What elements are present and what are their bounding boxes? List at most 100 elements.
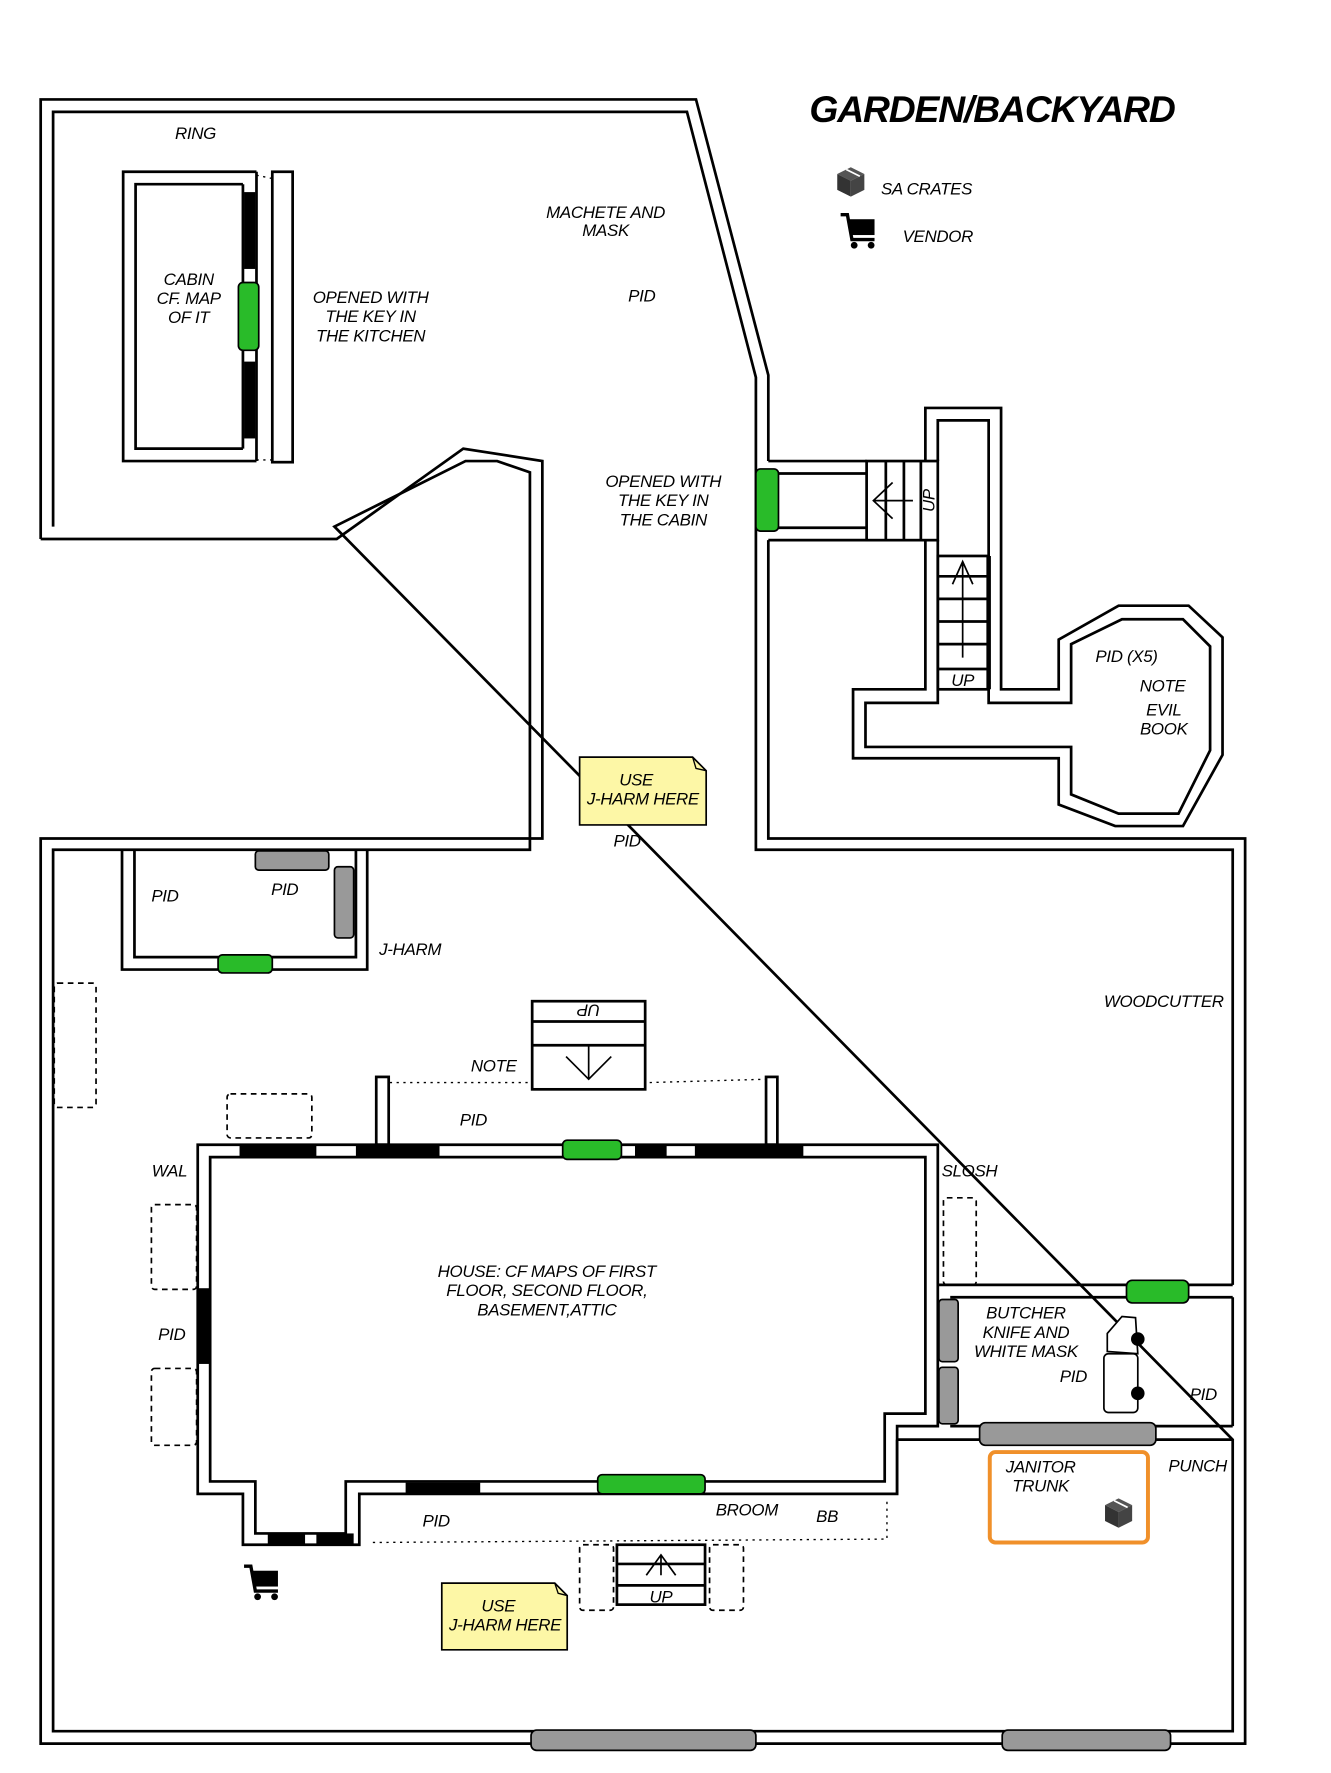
toilet-icon [1103, 1315, 1145, 1414]
pid-bottom-label: PID [423, 1512, 450, 1531]
cart-icon [242, 1564, 280, 1602]
tower-note-label: NOTE [1140, 677, 1187, 696]
fence-post [374, 1075, 391, 1147]
note-label-1: USE [619, 770, 654, 789]
house-window [267, 1533, 306, 1544]
fence-post [764, 1075, 779, 1147]
hiding-spot [150, 1203, 198, 1291]
pid-above-house: PID [460, 1110, 487, 1129]
cabin-label-3: OF IT [168, 308, 211, 327]
house-door-front[interactable] [561, 1139, 623, 1161]
gate-locked[interactable] [1001, 1729, 1172, 1752]
legend-vendor-label: VENDOR [903, 227, 974, 246]
stairs-up [615, 1543, 707, 1606]
cabin-door-open[interactable] [237, 281, 260, 352]
woodcutter-label: WOODCUTTER [1104, 992, 1224, 1011]
note-label-2: J-HARM HERE [448, 1616, 562, 1635]
pid-left-label: PID [158, 1325, 185, 1344]
cabin-label-1: CABIN [164, 270, 215, 289]
stairs-tower-up-label: UP [951, 671, 975, 690]
shelf [938, 1298, 959, 1363]
pid-below-note: PID [613, 831, 640, 850]
crate-icon [1104, 1497, 1133, 1529]
note-label-1: USE [481, 1596, 516, 1615]
house-window [694, 1145, 804, 1157]
opened-cabin-3: THE CABIN [620, 510, 708, 529]
opened-kitchen-2: THE KEY IN [325, 307, 417, 326]
butcher-label-1: BUTCHER [986, 1304, 1066, 1323]
janitor-label-2: TRUNK [1012, 1477, 1070, 1496]
house-window [239, 1145, 317, 1157]
cabin-label-2: CF. MAP [157, 289, 222, 308]
arrow-down-icon [565, 1045, 612, 1081]
arrow-left-icon [872, 481, 913, 520]
cart-icon [838, 213, 877, 251]
house-label-1: HOUSE: CF MAPS OF FIRST [438, 1262, 658, 1281]
opened-kitchen-1: OPENED WITH [313, 288, 430, 307]
sticky-note: USE J-HARM HERE [440, 1582, 569, 1651]
janitor-trunk-highlight[interactable] [987, 1450, 1150, 1545]
opened-cabin-2: THE KEY IN [618, 491, 710, 510]
shelf [938, 1366, 959, 1425]
house-window [355, 1145, 440, 1157]
arrow-up-icon [645, 1553, 677, 1576]
butcher-label-3: WHITE MASK [974, 1342, 1079, 1361]
shed-pid-right: PID [271, 880, 298, 899]
wal-label: WAL [152, 1161, 187, 1180]
house-window [197, 1288, 210, 1364]
hiding-spot [708, 1543, 745, 1612]
shed-cabinet [333, 865, 355, 939]
butcher-door-open[interactable] [1125, 1279, 1190, 1304]
shed-door-open[interactable] [217, 954, 274, 974]
machete-label-1: MACHETE AND [546, 203, 665, 222]
shed-pid-left: PID [151, 887, 178, 906]
machete-label-2: MASK [582, 221, 630, 240]
shed-bench [254, 850, 330, 871]
butcher-pid-right-label: PID [1190, 1385, 1217, 1404]
tower-inner-wall [864, 419, 1212, 815]
stairs-side [865, 459, 940, 542]
cabin-window [244, 361, 256, 439]
house-label-3: BASEMENT,ATTIC [477, 1300, 617, 1319]
hiding-spot [150, 1367, 198, 1447]
jharm-label: J-HARM [378, 940, 442, 959]
door-open-corridor[interactable] [755, 468, 780, 532]
hiding-spot [578, 1543, 615, 1612]
butcher-pid-label: PID [1060, 1367, 1087, 1386]
butcher-label-2: KNIFE AND [983, 1323, 1070, 1342]
tower-corridor-wall [768, 459, 867, 542]
stairs-down [530, 999, 647, 1091]
patio-line [372, 1497, 888, 1544]
house [196, 1143, 940, 1547]
pid-label: PID [628, 287, 655, 306]
pid-x5-label: PID (X5) [1095, 647, 1157, 666]
map-title: GARDEN/BACKYARD [809, 88, 1175, 130]
stairs-side-up-label: UP [919, 488, 938, 512]
gate-locked[interactable] [530, 1729, 757, 1752]
janitor-label-1: JANITOR [1005, 1457, 1076, 1476]
house-window [405, 1482, 481, 1493]
evil-book-label-1: EVIL [1146, 700, 1181, 719]
house-label-2: FLOOR, SECOND FLOOR, [446, 1281, 647, 1300]
tower-outer-wall [851, 406, 1224, 828]
house-window [634, 1145, 667, 1157]
bb-label: BB [816, 1507, 838, 1526]
stairs-up-label: UP [650, 1587, 674, 1606]
door-locked[interactable] [978, 1421, 1157, 1447]
hiding-spot [226, 1093, 313, 1139]
slosh-label: SLOSH [942, 1161, 999, 1180]
evil-book-label-2: BOOK [1140, 720, 1189, 739]
stairs-down-up-label: UP [576, 1001, 600, 1020]
opened-cabin-1: OPENED WITH [605, 472, 722, 491]
cabin-window [244, 192, 256, 269]
house-door-back[interactable] [596, 1473, 706, 1495]
hiding-spot [942, 1196, 978, 1286]
hiding-spot [53, 982, 97, 1109]
crate-icon [836, 166, 866, 198]
shed [120, 849, 369, 971]
opened-kitchen-3: THE KITCHEN [316, 326, 426, 345]
garden-outer-wall [39, 98, 1247, 1745]
broom-label: BROOM [716, 1500, 780, 1519]
stairs-tower [936, 554, 991, 691]
